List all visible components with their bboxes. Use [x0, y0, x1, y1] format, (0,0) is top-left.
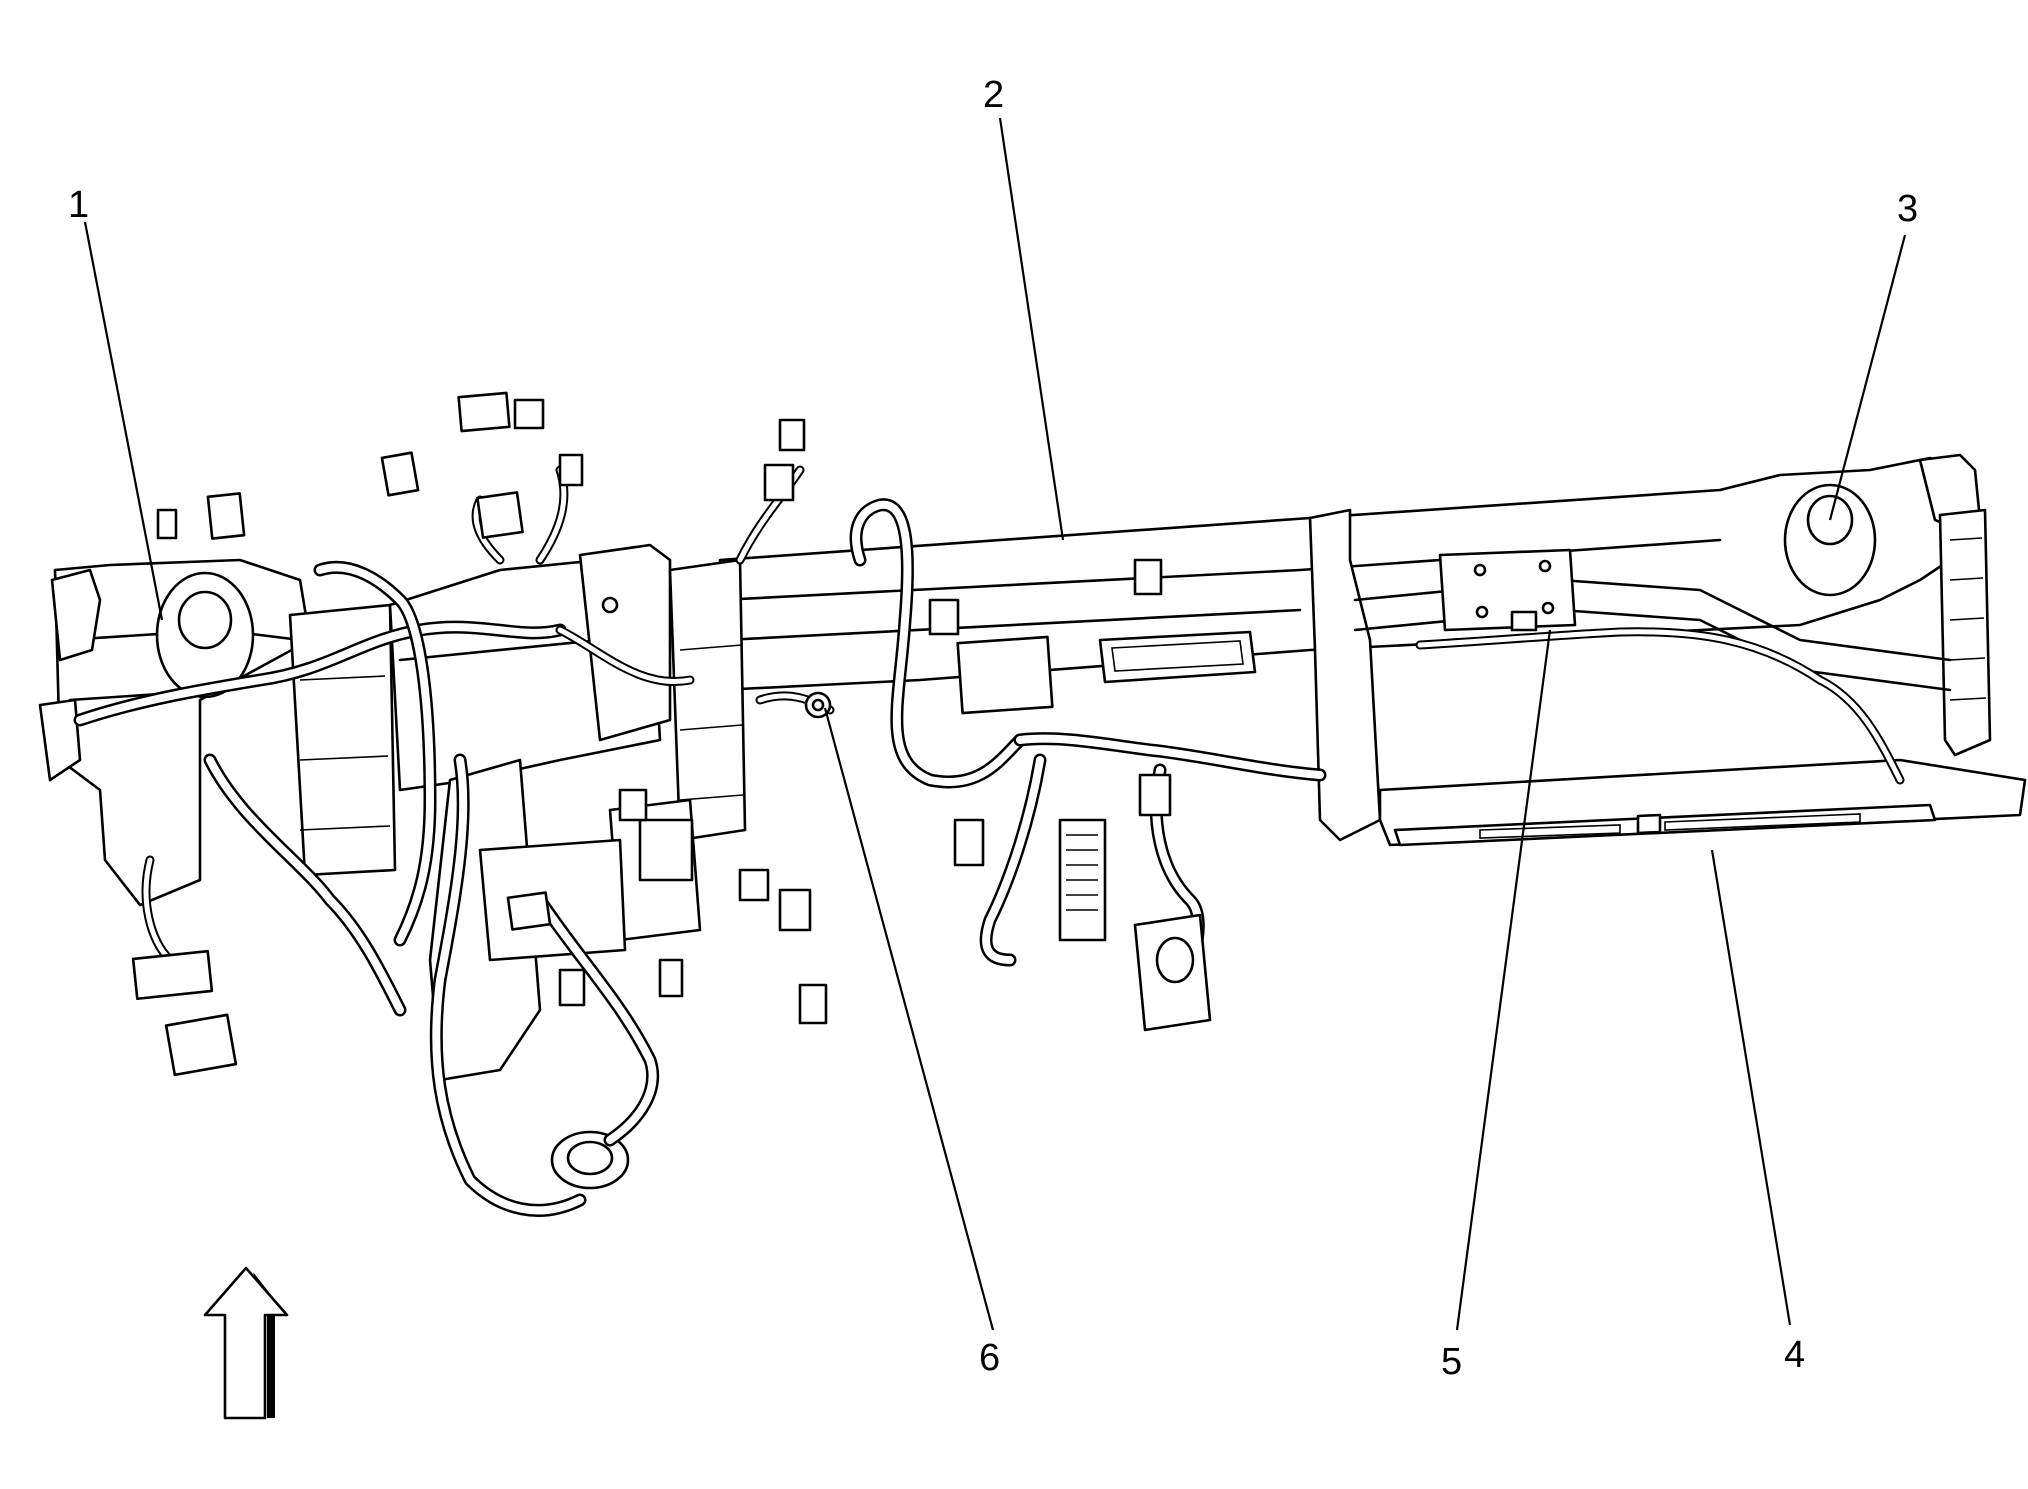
leader-5 [1455, 629, 1552, 1331]
connectors [131, 391, 1538, 1077]
callout-4: 4 [1784, 1334, 1806, 1376]
leader-lines [83, 117, 1907, 1331]
left-end-bracket [38, 558, 312, 907]
leader-2 [998, 117, 1065, 541]
leader-4 [1710, 849, 1792, 1326]
leader-3 [1828, 234, 1907, 521]
leader-6 [823, 707, 995, 1331]
callout-5: 5 [1441, 1341, 1463, 1383]
callout-3: 3 [1897, 188, 1919, 230]
callout-1: 1 [68, 184, 90, 226]
callout-6: 6 [979, 1337, 1001, 1379]
leader-1 [83, 221, 164, 621]
cross-car-beam [718, 453, 2027, 847]
up-arrow-icon [203, 1266, 289, 1420]
callout-2: 2 [983, 74, 1005, 116]
